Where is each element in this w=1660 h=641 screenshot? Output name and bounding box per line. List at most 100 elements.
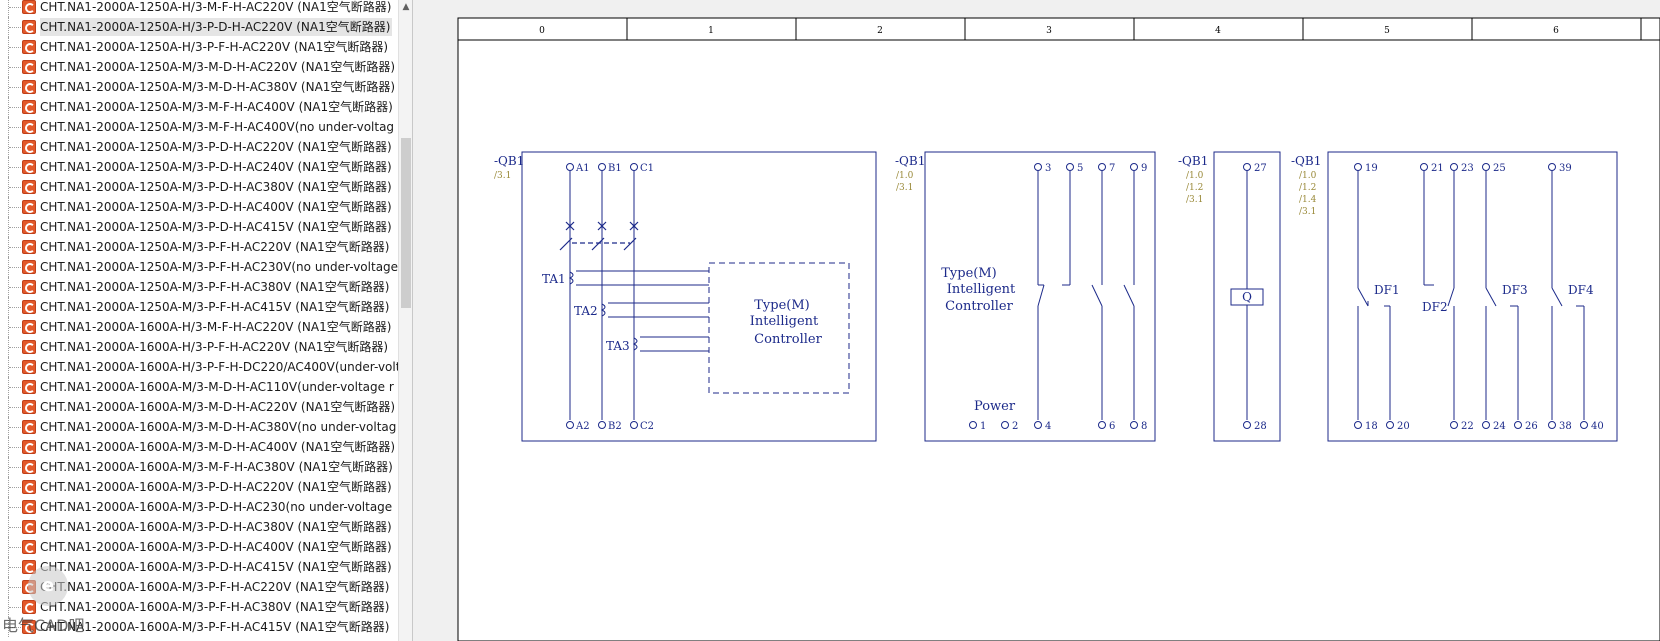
tree-item[interactable]: CHT.NA1-2000A-1250A-M/3-P-F-H-AC230V(no … <box>0 257 398 277</box>
terminal-label: 38 <box>1559 421 1572 432</box>
terminal-label: 4 <box>1045 421 1051 432</box>
tree-item-label: CHT.NA1-2000A-1250A-H/3-M-F-H-AC220V (NA… <box>40 0 392 14</box>
column-number: 2 <box>877 26 883 36</box>
tree-item[interactable]: CHT.NA1-2000A-1600A-M/3-M-D-H-AC400V (NA… <box>0 437 398 457</box>
contact-label: DF2 <box>1422 300 1448 314</box>
tree-item-label: CHT.NA1-2000A-1250A-M/3-P-D-H-AC240V (NA… <box>40 160 392 174</box>
component-icon <box>22 440 36 454</box>
tree-item[interactable]: CHT.NA1-2000A-1250A-M/3-M-D-H-AC220V (NA… <box>0 57 398 77</box>
terminal-label: 23 <box>1461 163 1474 174</box>
controller-label-line: Controller <box>754 332 822 347</box>
tree-item[interactable]: CHT.NA1-2000A-1600A-M/3-P-D-H-AC400V (NA… <box>0 537 398 557</box>
schematic-drawing[interactable]: 0 1 2 3 4 5 6 <box>414 0 1660 641</box>
tree-connector <box>8 417 21 437</box>
transformer-label: TA1 <box>542 272 566 286</box>
tree-item[interactable]: CHT.NA1-2000A-1600A-M/3-P-D-H-AC230(no u… <box>0 497 398 517</box>
qb1-controller-block[interactable] <box>924 151 1156 442</box>
tree-item[interactable]: CHT.NA1-2000A-1600A-M/3-P-F-H-AC415V (NA… <box>0 617 398 637</box>
tree-item-label: CHT.NA1-2000A-1600A-M/3-M-D-H-AC400V (NA… <box>40 440 396 454</box>
tree-item-label: CHT.NA1-2000A-1250A-M/3-P-F-H-AC230V(no … <box>40 260 399 274</box>
component-icon <box>22 480 36 494</box>
tree-item[interactable]: CHT.NA1-2000A-1600A-H/3-M-F-H-AC220V (NA… <box>0 317 398 337</box>
tree-connector <box>8 517 21 537</box>
terminal-label: 2 <box>1012 421 1018 432</box>
scroll-thumb[interactable] <box>401 138 411 308</box>
qb1-aux-contacts-block[interactable] <box>1327 151 1618 442</box>
column-dividers <box>626 18 1642 40</box>
qb1-ref: /3.1 <box>494 171 511 181</box>
tree-item[interactable]: CHT.NA1-2000A-1250A-M/3-P-D-H-AC400V (NA… <box>0 197 398 217</box>
qb1-coil-block[interactable] <box>1213 151 1281 442</box>
component-icon <box>22 520 36 534</box>
contact-label: DF1 <box>1374 283 1400 297</box>
controller-label-line: Intelligent <box>947 282 1016 297</box>
tree-item[interactable]: CHT.NA1-2000A-1250A-M/3-M-D-H-AC380V (NA… <box>0 77 398 97</box>
terminal-label: 8 <box>1141 421 1147 432</box>
tree-item[interactable]: CHT.NA1-2000A-1250A-H/3-P-F-H-AC220V (NA… <box>0 37 398 57</box>
tree-connector <box>8 97 21 117</box>
tree-item[interactable]: CHT.NA1-2000A-1250A-H/3-M-F-H-AC220V (NA… <box>0 0 398 17</box>
component-icon <box>22 0 36 14</box>
tree-item[interactable]: CHT.NA1-2000A-1600A-H/3-P-F-H-AC220V (NA… <box>0 337 398 357</box>
tree-connector <box>8 297 21 317</box>
drawing-area[interactable]: 0 1 2 3 4 5 6 <box>414 0 1660 641</box>
component-icon <box>22 340 36 354</box>
component-icon <box>22 420 36 434</box>
tree-item[interactable]: CHT.NA1-2000A-1250A-H/3-P-D-H-AC220V (NA… <box>0 17 398 37</box>
tree-item[interactable]: CHT.NA1-2000A-1600A-M/3-P-F-H-AC380V (NA… <box>0 597 398 617</box>
tree-scrollbar[interactable]: ▲ <box>398 0 412 641</box>
tree-item[interactable]: CHT.NA1-2000A-1600A-M/3-M-D-H-AC110V(und… <box>0 377 398 397</box>
tree-connector <box>8 217 21 237</box>
tree-connector <box>8 317 21 337</box>
contact-label: DF3 <box>1502 283 1528 297</box>
tree-connector <box>8 457 21 477</box>
tree-item[interactable]: CHT.NA1-2000A-1250A-M/3-P-D-H-AC415V (NA… <box>0 217 398 237</box>
transformer-label: TA2 <box>574 304 598 318</box>
transformer-label: TA3 <box>606 339 630 353</box>
terminal-label: A2 <box>575 421 590 432</box>
tree-connector <box>8 557 21 577</box>
tree-item[interactable]: CHT.NA1-2000A-1600A-M/3-P-D-H-AC415V (NA… <box>0 557 398 577</box>
terminal-label: 20 <box>1397 421 1410 432</box>
component-icon <box>22 120 36 134</box>
tree-item[interactable]: CHT.NA1-2000A-1250A-M/3-P-F-H-AC415V (NA… <box>0 297 398 317</box>
component-icon <box>22 320 36 334</box>
tree-item[interactable]: CHT.NA1-2000A-1600A-H/3-P-F-H-DC220/AC40… <box>0 357 400 377</box>
tree-item[interactable]: CHT.NA1-2000A-1250A-M/3-P-F-H-AC380V (NA… <box>0 277 398 297</box>
tree-item[interactable]: CHT.NA1-2000A-1600A-M/3-M-D-H-AC380V(no … <box>0 417 398 437</box>
tree-item[interactable]: CHT.NA1-2000A-1250A-M/3-P-D-H-AC240V (NA… <box>0 157 398 177</box>
component-tree-panel: CHT.NA1-2000A-1250A-H/3-M-F-H-AC220V (NA… <box>0 0 413 641</box>
tree-connector <box>8 397 21 417</box>
tree-item[interactable]: CHT.NA1-2000A-1250A-M/3-P-F-H-AC220V (NA… <box>0 237 398 257</box>
terminal-label: 25 <box>1493 163 1506 174</box>
tree-connector <box>8 617 21 637</box>
tree-item[interactable]: CHT.NA1-2000A-1600A-M/3-M-D-H-AC220V (NA… <box>0 397 398 417</box>
tree-item-label: CHT.NA1-2000A-1600A-M/3-M-D-H-AC110V(und… <box>40 380 394 394</box>
terminal-label: 27 <box>1254 163 1267 174</box>
tree-item-label: CHT.NA1-2000A-1250A-M/3-P-D-H-AC380V (NA… <box>40 180 392 194</box>
component-icon <box>22 540 36 554</box>
terminal-label: 1 <box>980 421 986 432</box>
qb1-ref: /3.1 <box>1186 195 1203 205</box>
tree-item-label: CHT.NA1-2000A-1600A-H/3-P-F-H-AC220V (NA… <box>40 340 389 354</box>
tree-item[interactable]: CHT.NA1-2000A-1250A-M/3-P-D-H-AC380V (NA… <box>0 177 398 197</box>
tree-item-label: CHT.NA1-2000A-1250A-M/3-P-D-H-AC400V (NA… <box>40 200 392 214</box>
component-icon <box>22 100 36 114</box>
tree-item-label: CHT.NA1-2000A-1600A-M/3-P-F-H-AC415V (NA… <box>40 620 390 634</box>
controller-label-line: Intelligent <box>750 314 819 329</box>
tree-item[interactable]: CHT.NA1-2000A-1600A-M/3-M-F-H-AC380V (NA… <box>0 457 398 477</box>
tree-item[interactable]: CHT.NA1-2000A-1250A-M/3-M-F-H-AC400V (NA… <box>0 97 398 117</box>
component-icon <box>22 600 36 614</box>
component-icon <box>22 620 36 634</box>
tree-item[interactable]: CHT.NA1-2000A-1600A-M/3-P-D-H-AC220V (NA… <box>0 477 398 497</box>
tree-item[interactable]: CHT.NA1-2000A-1250A-M/3-M-F-H-AC400V(no … <box>0 117 398 137</box>
component-icon <box>22 40 36 54</box>
column-number: 5 <box>1384 26 1390 36</box>
tree-item-label: CHT.NA1-2000A-1600A-M/3-P-D-H-AC220V (NA… <box>40 480 392 494</box>
scroll-up-arrow-icon[interactable]: ▲ <box>402 2 410 12</box>
tree-connector <box>8 177 21 197</box>
tree-item[interactable]: CHT.NA1-2000A-1250A-M/3-P-D-H-AC220V (NA… <box>0 137 398 157</box>
tree-connector <box>8 437 21 457</box>
qb1-main-contacts-block[interactable] <box>521 151 877 442</box>
tree-item[interactable]: CHT.NA1-2000A-1600A-M/3-P-D-H-AC380V (NA… <box>0 517 398 537</box>
